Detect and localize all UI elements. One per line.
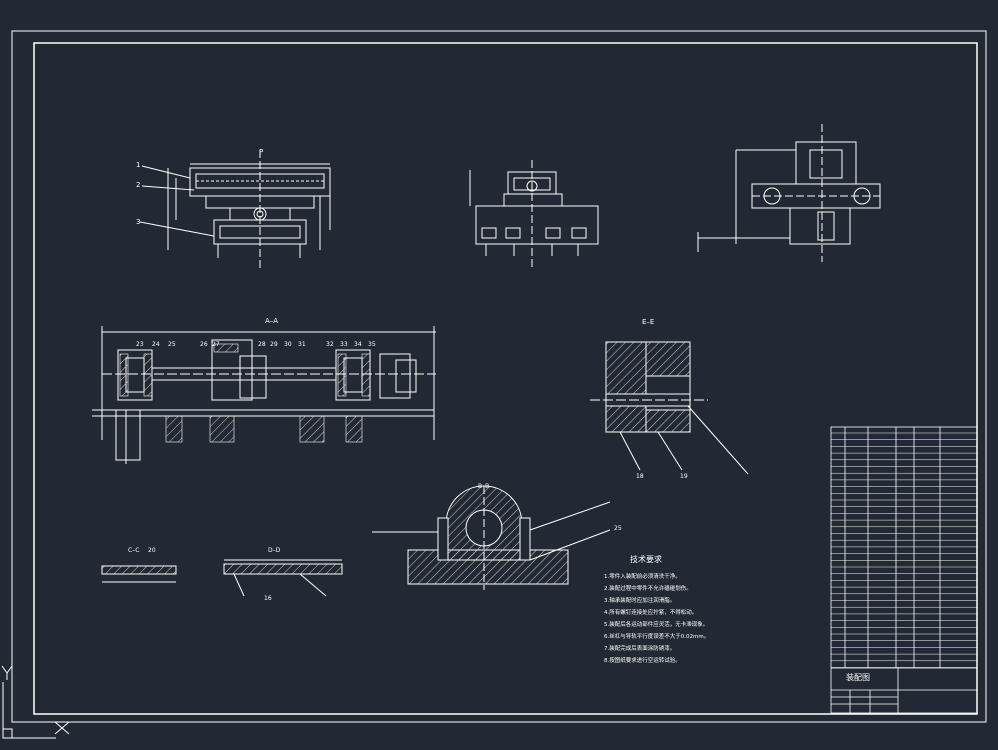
callout-27: 27 xyxy=(212,341,220,348)
callout-31: 31 xyxy=(298,341,306,348)
callout-35: 35 xyxy=(368,341,376,348)
callout-30: 30 xyxy=(284,341,292,348)
section-aa: A–A xyxy=(92,317,436,464)
callout-32: 32 xyxy=(326,341,334,348)
section-aa-title: A–A xyxy=(265,317,278,325)
section-dd: D–D 16 xyxy=(223,547,343,602)
tech-req-line-8: 8.按图纸要求进行空运转试验。 xyxy=(604,656,681,664)
callout-19: 19 xyxy=(680,473,688,480)
view-p: P xyxy=(139,148,331,268)
callout-33: 33 xyxy=(340,341,348,348)
callout-28: 28 xyxy=(258,341,266,348)
section-cc-title: C–C xyxy=(128,547,139,554)
tech-req-line-3: 3.轴承装配时应加注润滑脂。 xyxy=(604,596,675,604)
section-dd-title: D–D xyxy=(268,547,281,554)
tech-requirements: 技术要求 1.零件入装配前必须清洗干净。 2.装配过程中零件不允许磕碰划伤。 3… xyxy=(604,554,709,664)
view-top-middle xyxy=(469,160,599,270)
tech-req-line-4: 4.所有螺钉连接处应拧紧，不得松动。 xyxy=(604,608,697,616)
callout-24: 24 xyxy=(152,341,160,348)
view-p-callouts: 1 2 3 xyxy=(136,161,140,226)
tech-req-line-2: 2.装配过程中零件不允许磕碰划伤。 xyxy=(604,584,692,592)
callout-2: 2 xyxy=(136,181,140,189)
section-cc: C–C 20 xyxy=(101,547,177,583)
section-ee-callouts: 18 19 xyxy=(636,473,688,480)
section-aa-hatching xyxy=(119,343,371,443)
callout-16: 16 xyxy=(264,595,272,602)
section-ee-title: E–E xyxy=(642,318,654,326)
section-ee: E–E xyxy=(590,318,749,475)
parts-list xyxy=(830,426,978,714)
callout-29: 29 xyxy=(270,341,278,348)
callout-3: 3 xyxy=(136,218,140,226)
tech-req-title: 技术要求 xyxy=(630,554,662,564)
view-top-right xyxy=(697,124,881,262)
outer-border xyxy=(11,30,987,723)
callout-18: 18 xyxy=(636,473,644,480)
callout-34: 34 xyxy=(354,341,362,348)
inner-border xyxy=(33,42,978,715)
callout-25-bb: 25 xyxy=(614,525,622,532)
view-p-letter: P xyxy=(259,148,263,156)
tech-req-line-5: 5.装配后各运动部件应灵活，无卡滞现象。 xyxy=(604,620,708,628)
drawing-name: 装配图 xyxy=(846,672,870,682)
tech-req-line-1: 1.零件入装配前必须清洗干净。 xyxy=(604,572,681,580)
section-bb: B–B 25 xyxy=(372,483,622,590)
tech-req-line-7: 7.装配完成后表面涂防锈漆。 xyxy=(604,644,675,652)
callout-26: 26 xyxy=(200,341,208,348)
section-aa-callouts: 23 24 25 26 27 28 29 30 31 32 33 34 35 xyxy=(136,341,376,348)
parts-list-rows xyxy=(831,432,977,668)
callout-1: 1 xyxy=(136,161,140,169)
title-block: 装配图 xyxy=(831,667,977,713)
callout-23: 23 xyxy=(136,341,144,348)
callout-25: 25 xyxy=(168,341,176,348)
ucs-icon xyxy=(1,665,70,739)
tech-req-line-6: 6.丝杠与导轨平行度误差不大于0.02mm。 xyxy=(604,632,709,640)
callout-20: 20 xyxy=(148,547,156,554)
